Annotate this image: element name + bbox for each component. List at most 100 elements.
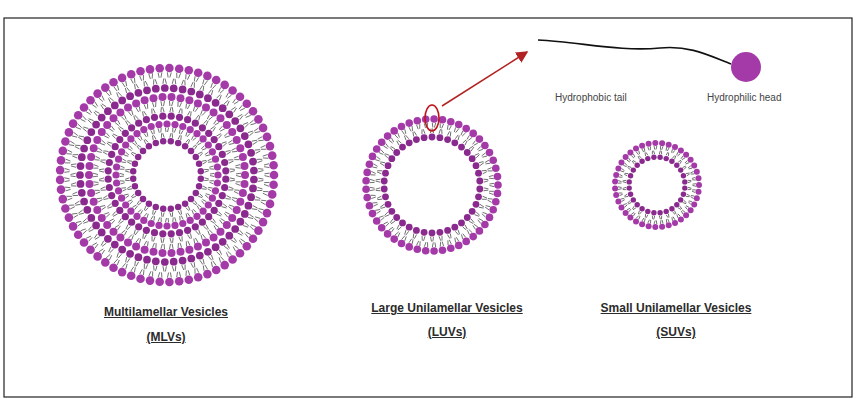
head-group [136,67,145,76]
head-group [148,220,155,227]
head-group [113,179,120,186]
head-group [657,155,662,160]
head-group [221,184,228,191]
head-group [628,192,633,197]
head-group [633,218,639,224]
head-group [247,149,255,157]
head-group [222,167,229,174]
head-group [489,206,497,214]
head-group [192,223,199,230]
head-group [185,96,193,104]
head-group [444,227,451,234]
head-group [118,74,127,83]
head-group [366,202,374,210]
head-group [194,68,203,77]
head-group [101,258,110,267]
vesicle-abbrev: (LUVs) [428,325,467,339]
head-group [398,123,406,131]
head-group [80,103,89,112]
head-group [492,165,500,173]
head-group [612,179,618,185]
head-group [469,208,476,215]
hydrophobic-tail-label: Hydrophobic tail [555,92,627,103]
head-group [241,132,249,140]
head-group [115,156,122,163]
head-group [241,162,249,170]
head-group [112,143,119,150]
head-group [250,167,258,175]
head-group [130,168,136,174]
head-group [146,143,152,149]
head-group [678,147,684,153]
head-group [639,159,644,164]
head-group [86,180,94,188]
head-group [133,130,140,137]
head-group [385,162,392,169]
head-group [108,151,115,158]
head-group [171,121,178,128]
head-group [151,229,158,236]
head-group [233,206,241,214]
head-group [219,238,227,246]
head-group [141,96,149,104]
head-group [83,206,91,214]
head-group [646,223,652,229]
head-group [185,246,193,254]
head-group [215,200,222,207]
head-group [98,214,106,222]
head-group [86,246,95,255]
head-group [196,183,202,189]
head-group [639,206,644,211]
head-group [369,153,377,161]
head-group [399,144,406,151]
head-group [681,192,686,197]
head-group [233,136,241,144]
head-group [193,130,200,137]
head-group [212,187,219,194]
head-group [413,227,420,234]
head-group [421,134,428,141]
head-group [451,224,458,231]
head-group [489,156,497,164]
head-group [263,209,272,218]
head-group [69,222,78,231]
head-group [390,127,398,135]
head-group [56,176,65,185]
head-group [651,210,656,215]
head-group [613,192,619,198]
head-group [476,186,483,193]
head-group [222,176,229,183]
head-group [179,123,186,130]
head-group [93,136,101,144]
head-group [373,145,381,153]
head-group [179,220,186,227]
head-group [196,161,202,167]
head-group [194,99,202,107]
head-group [193,190,199,196]
head-group [212,243,220,251]
head-group [143,86,151,94]
head-group [414,246,422,254]
head-group [179,86,187,94]
head-group [143,256,151,264]
frame [4,18,852,397]
head-group [105,167,112,174]
vesicle-abbrev: (MLVs) [146,330,185,344]
head-group [646,141,652,147]
head-group [635,202,640,207]
head-group [436,134,443,141]
head-group [475,193,482,200]
head-group [615,199,621,205]
head-group [447,245,455,253]
head-group [59,147,68,156]
lipid-tail [538,40,731,64]
head-group [198,168,204,174]
head-group [184,116,191,123]
head-group [458,144,465,151]
head-group [204,94,212,102]
head-group [98,128,106,136]
head-group [384,230,392,238]
head-group [217,114,225,122]
head-group [645,156,650,161]
head-group [681,173,686,178]
